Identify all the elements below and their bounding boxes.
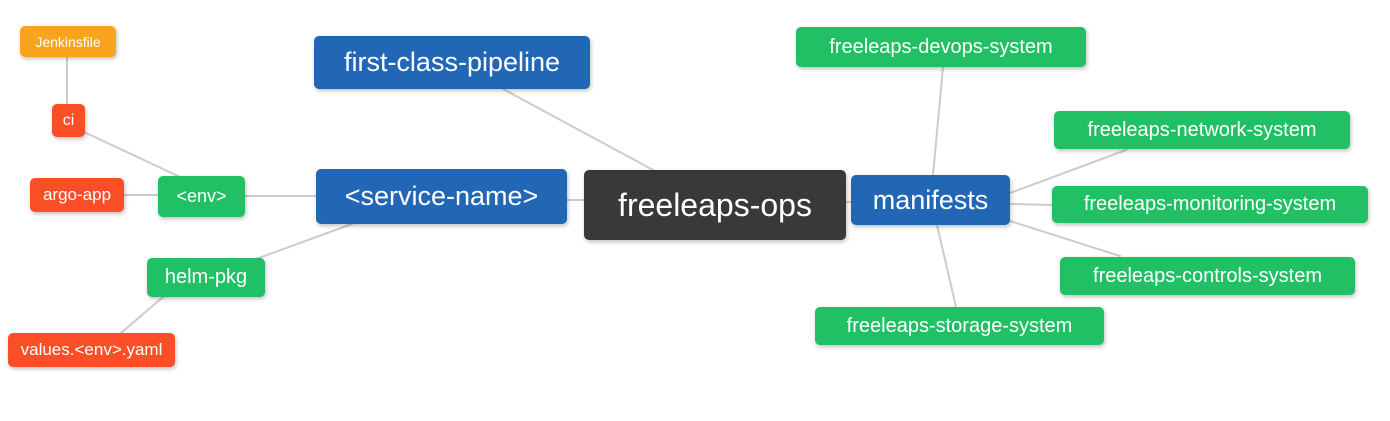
- edge-first-class-pipeline-to-freeleaps-ops: [502, 88, 656, 172]
- node-manifests[interactable]: manifests: [851, 175, 1010, 225]
- node-freeleaps-controls-system[interactable]: freeleaps-controls-system: [1060, 257, 1355, 295]
- edge-manifests-to-freeleaps-monitoring-system: [1009, 203, 1053, 206]
- node-env[interactable]: <env>: [158, 176, 245, 217]
- edge-manifests-to-freeleaps-network-system: [1009, 149, 1127, 194]
- node-ci[interactable]: ci: [52, 104, 85, 137]
- edge-ci-to-env: [81, 130, 181, 178]
- node-values-env-yaml[interactable]: values.<env>.yaml: [8, 333, 175, 367]
- node-freeleaps-storage-system[interactable]: freeleaps-storage-system: [815, 307, 1104, 345]
- node-freeleaps-network-system[interactable]: freeleaps-network-system: [1054, 111, 1350, 149]
- edge-helm-pkg-to-values-env-yaml: [120, 296, 164, 334]
- node-argo-app[interactable]: argo-app: [30, 178, 124, 212]
- edge-manifests-to-freeleaps-devops-system: [932, 66, 944, 176]
- node-freeleaps-ops[interactable]: freeleaps-ops: [584, 170, 846, 240]
- node-helm-pkg[interactable]: helm-pkg: [147, 258, 265, 297]
- node-first-class-pipeline[interactable]: first-class-pipeline: [314, 36, 590, 89]
- node-jenkinsfile[interactable]: Jenkinsfile: [20, 26, 116, 57]
- node-service-name[interactable]: <service-name>: [316, 169, 567, 224]
- edge-service-name-to-helm-pkg: [255, 223, 353, 260]
- edge-manifests-to-freeleaps-controls-system: [1009, 220, 1121, 257]
- node-freeleaps-monitoring-system[interactable]: freeleaps-monitoring-system: [1052, 186, 1368, 223]
- edge-manifests-to-freeleaps-storage-system: [936, 224, 957, 308]
- node-freeleaps-devops-system[interactable]: freeleaps-devops-system: [796, 27, 1086, 67]
